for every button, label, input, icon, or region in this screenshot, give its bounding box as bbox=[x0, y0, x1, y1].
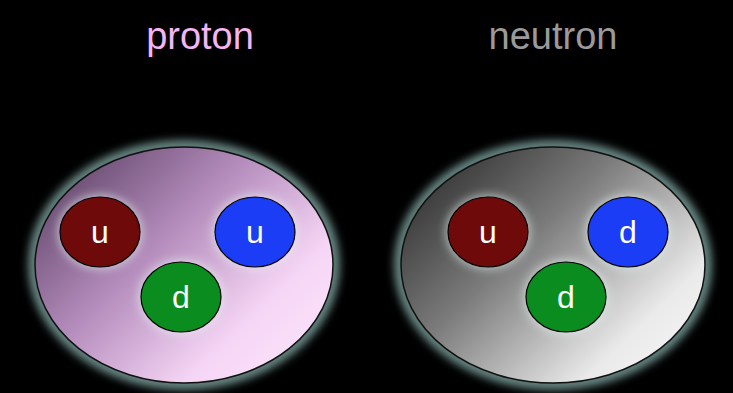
quark-label: u bbox=[246, 216, 264, 248]
glow bbox=[212, 194, 298, 270]
quark: d bbox=[525, 261, 607, 333]
glow bbox=[57, 194, 143, 270]
glow bbox=[34, 146, 334, 384]
quark-label: u bbox=[479, 216, 497, 248]
quark: u bbox=[447, 196, 529, 268]
nucleon-body bbox=[401, 147, 705, 383]
quark-body bbox=[215, 197, 295, 267]
glow bbox=[138, 259, 224, 335]
particle-name: proton bbox=[146, 17, 254, 55]
quark: d bbox=[587, 196, 669, 268]
quark-label: d bbox=[172, 281, 190, 313]
nucleon-body bbox=[35, 147, 333, 383]
quark-body bbox=[526, 262, 606, 332]
particle-outline: protonuud bbox=[33, 145, 335, 385]
quark-label: d bbox=[557, 281, 575, 313]
glow bbox=[523, 259, 609, 335]
quark: d bbox=[140, 261, 222, 333]
quark: u bbox=[59, 196, 141, 268]
glow bbox=[400, 146, 706, 384]
glow bbox=[445, 194, 531, 270]
quark-body bbox=[141, 262, 221, 332]
quark-body bbox=[448, 197, 528, 267]
glow bbox=[585, 194, 671, 270]
quark: u bbox=[214, 196, 296, 268]
particle-name: neutron bbox=[489, 17, 618, 55]
quark-body bbox=[60, 197, 140, 267]
quark-label: d bbox=[619, 216, 637, 248]
quark-label: u bbox=[91, 216, 109, 248]
particle-outline: neutronudd bbox=[399, 145, 707, 385]
quark-body bbox=[588, 197, 668, 267]
